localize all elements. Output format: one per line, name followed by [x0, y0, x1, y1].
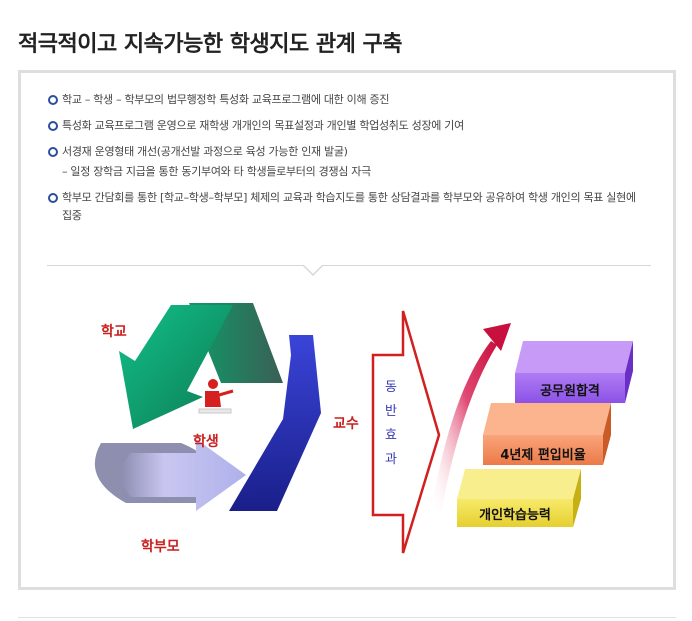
outcome-step-top: 공무원합격 [515, 341, 633, 403]
bullet-text: – 일정 장학금 지급을 통한 동기부여와 타 학생들로부터의 경쟁심 자극 [62, 165, 371, 178]
synergy-char: 반 [385, 404, 397, 419]
synergy-char: 과 [385, 452, 397, 467]
bullet-text: 특성화 교육프로그램 운영으로 재학생 개개인의 목표설정과 개인별 학업성취도… [62, 119, 464, 132]
bottom-rule [18, 617, 676, 618]
bullet-dot-icon [48, 147, 58, 157]
bullet-item: 학교 – 학생 – 학부모의 법무행정학 특성화 교육프로그램에 대한 이해 증… [48, 91, 648, 109]
relationship-diagram: 학교 학생 학부모 교수 동 반 효 과 공무원합격 4년제 편입비율 [94, 303, 633, 555]
synergy-char: 동 [385, 380, 397, 395]
outcome-label: 개인학습능력 [479, 507, 551, 523]
synergy-char: 효 [385, 428, 397, 443]
bullet-item: 서경재 운영형태 개선(공개선발 과정으로 육성 가능한 인재 발굴) [48, 143, 648, 161]
outcome-step-bottom: 개인학습능력 [457, 469, 581, 527]
school-arrow [119, 303, 283, 429]
bullet-item: 특성화 교육프로그램 운영으로 재학생 개개인의 목표설정과 개인별 학업성취도… [48, 117, 648, 135]
outcome-label: 4년제 편입비율 [500, 447, 585, 463]
bullet-item: 학부모 간담회를 통한 [학교–학생–학부모] 체제의 교육과 학습지도를 통한… [48, 189, 648, 225]
outcome-label: 공무원합격 [540, 383, 600, 399]
bullet-dot-icon [48, 121, 58, 131]
bullet-text: 학부모 간담회를 통한 [학교–학생–학부모] 체제의 교육과 학습지도를 통한… [62, 191, 636, 222]
bullet-sub-item: – 일정 장학금 지급을 통한 동기부여와 타 학생들로부터의 경쟁심 자극 [48, 163, 648, 181]
bullet-dot-icon [48, 95, 58, 105]
bullet-list: 학교 – 학생 – 학부모의 법무행정학 특성화 교육프로그램에 대한 이해 증… [48, 91, 648, 233]
student-label: 학생 [193, 434, 219, 450]
outcome-step-middle: 4년제 편입비율 [483, 403, 611, 465]
page-title: 적극적이고 지속가능한 학생지도 관계 구축 [18, 32, 402, 57]
bullet-text: 학교 – 학생 – 학부모의 법무행정학 특성화 교육프로그램에 대한 이해 증… [62, 93, 390, 106]
professor-arrow [229, 335, 321, 511]
parents-label: 학부모 [141, 539, 180, 555]
rising-arrow-icon [431, 323, 511, 513]
parents-arrow [94, 439, 246, 511]
divider-notch-icon [303, 265, 323, 276]
school-label: 학교 [101, 324, 127, 340]
synergy-arrow: 동 반 효 과 [371, 310, 441, 554]
professor-label: 교수 [333, 416, 359, 432]
section-divider [47, 265, 651, 266]
bullet-text: 서경재 운영형태 개선(공개선발 과정으로 육성 가능한 인재 발굴) [62, 145, 348, 158]
bullet-dot-icon [48, 193, 58, 203]
student-figure-icon [198, 379, 234, 414]
content-frame: 학교 – 학생 – 학부모의 법무행정학 특성화 교육프로그램에 대한 이해 증… [18, 70, 676, 590]
